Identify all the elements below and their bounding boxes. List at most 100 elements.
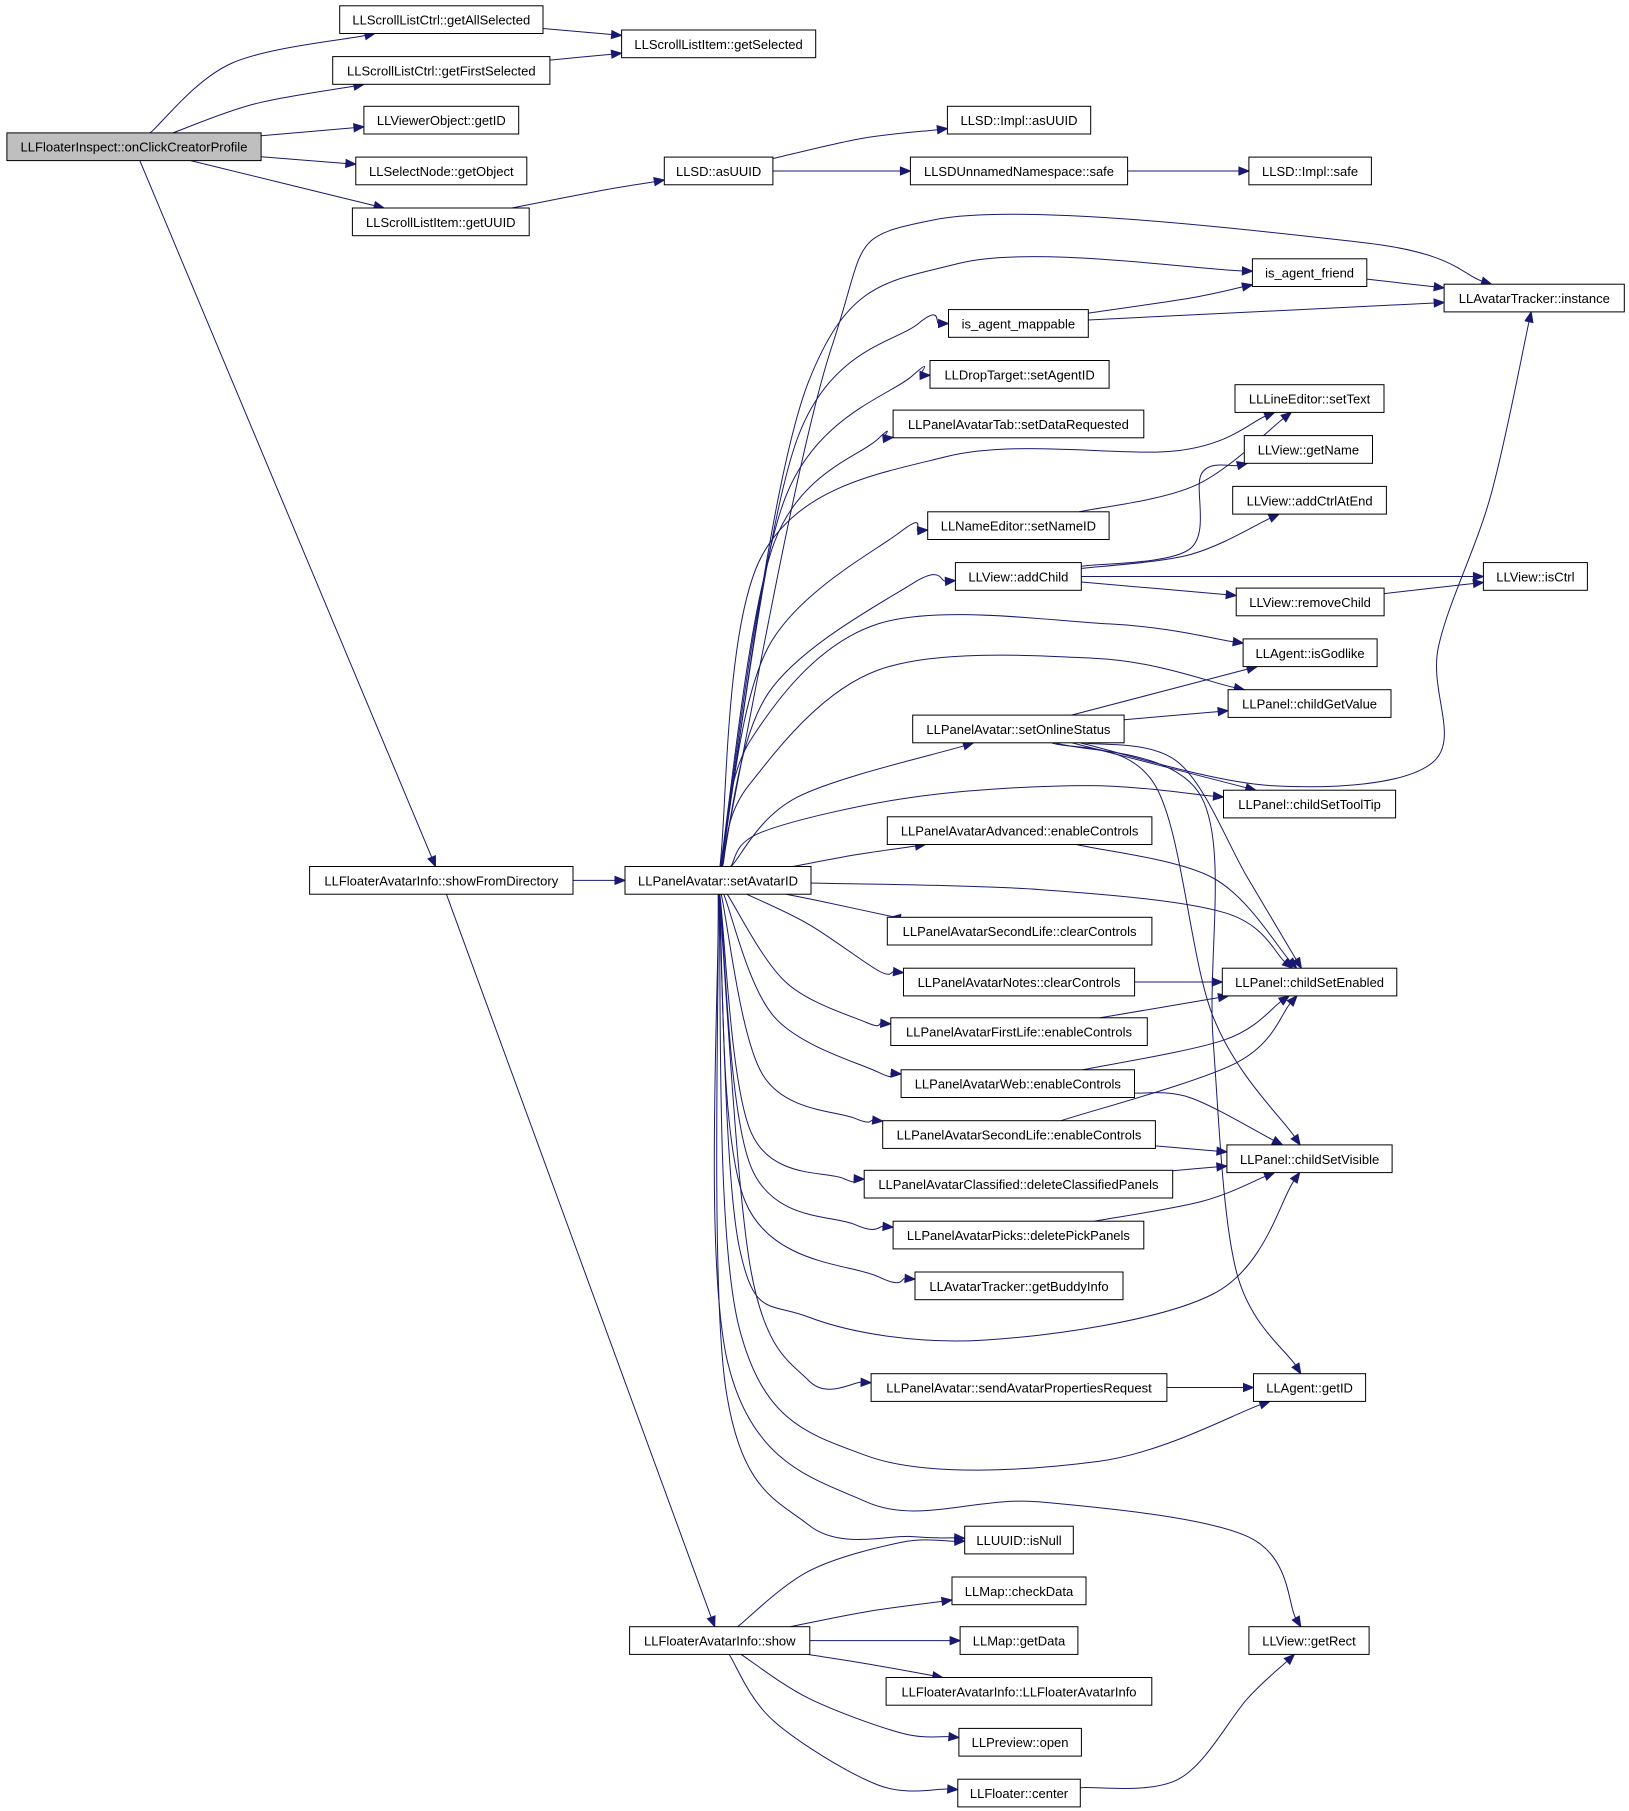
node-box[interactable] — [886, 816, 1153, 845]
node-box[interactable] — [1221, 967, 1398, 997]
node-box[interactable] — [882, 1120, 1156, 1149]
node-n2[interactable]: LLScrollListCtrl::getFirstSelected — [332, 56, 551, 85]
node-box[interactable] — [332, 56, 551, 85]
node-box[interactable] — [948, 309, 1089, 338]
node-n49[interactable]: LLFloater::center — [957, 1778, 1081, 1808]
node-box[interactable] — [363, 105, 520, 135]
node-box[interactable] — [1235, 587, 1385, 617]
node-box[interactable] — [351, 207, 530, 237]
node-n0[interactable]: LLFloaterInspect::onClickCreatorProfile — [6, 132, 262, 162]
node-n39[interactable]: LLAvatarTracker::getBuddyInfo — [914, 1271, 1124, 1301]
node-n26[interactable]: LLPanel::childGetValue — [1227, 689, 1392, 718]
node-n21[interactable]: LLView::addCtrlAtEnd — [1232, 485, 1387, 515]
node-n17[interactable]: LLPanelAvatarTab::setDataRequested — [892, 409, 1145, 439]
node-box[interactable] — [1242, 638, 1378, 668]
node-box[interactable] — [964, 1525, 1074, 1555]
node-box[interactable] — [886, 916, 1153, 946]
node-box[interactable] — [1234, 384, 1385, 413]
node-box[interactable] — [621, 29, 817, 59]
node-n14[interactable]: LLAvatarTracker::instance — [1443, 283, 1625, 313]
node-n37[interactable]: LLPanelAvatarClassified::deleteClassifie… — [863, 1169, 1174, 1199]
node-box[interactable] — [1223, 789, 1397, 819]
node-n18[interactable]: LLLineEditor::setText — [1234, 384, 1385, 413]
node-n22[interactable]: LLView::addChild — [954, 562, 1082, 591]
node-box[interactable] — [1226, 1144, 1393, 1174]
node-n41[interactable]: LLAgent::getID — [1253, 1373, 1367, 1402]
node-n16[interactable]: LLDropTarget::setAgentID — [929, 360, 1110, 389]
node-box[interactable] — [1253, 1373, 1367, 1402]
node-n13[interactable]: is_agent_friend — [1251, 258, 1368, 287]
node-box[interactable] — [927, 511, 1110, 540]
node-n4[interactable]: LLViewerObject::getID — [363, 105, 520, 135]
node-n31[interactable]: LLPanelAvatarNotes::clearControls — [903, 967, 1136, 997]
node-n10[interactable]: LLSD::Impl::safe — [1248, 156, 1372, 186]
node-n19[interactable]: LLView::getName — [1243, 435, 1374, 464]
node-box[interactable] — [914, 1271, 1124, 1301]
node-n44[interactable]: LLFloaterAvatarInfo::show — [629, 1626, 811, 1655]
node-box[interactable] — [958, 1727, 1082, 1757]
node-n47[interactable]: LLFloaterAvatarInfo::LLFloaterAvatarInfo — [885, 1677, 1153, 1706]
node-n27[interactable]: LLPanelAvatar::setOnlineStatus — [912, 714, 1125, 744]
node-n15[interactable]: is_agent_mappable — [948, 309, 1089, 338]
node-n36[interactable]: LLPanel::childSetVisible — [1226, 1144, 1393, 1174]
node-n1[interactable]: LLScrollListCtrl::getAllSelected — [339, 5, 544, 35]
node-n29[interactable]: LLPanelAvatarAdvanced::enableControls — [886, 816, 1153, 845]
node-n45[interactable]: LLMap::getData — [959, 1626, 1079, 1655]
node-n43[interactable]: LLMap::checkData — [951, 1576, 1087, 1606]
node-n7[interactable]: LLSD::asUUID — [663, 156, 774, 186]
node-box[interactable] — [629, 1626, 811, 1655]
node-box[interactable] — [663, 156, 774, 186]
node-n46[interactable]: LLView::getRect — [1248, 1626, 1370, 1655]
node-n38[interactable]: LLPanelAvatarPicks::deletePickPanels — [892, 1220, 1145, 1250]
node-n40[interactable]: LLPanelAvatar::sendAvatarPropertiesReque… — [870, 1373, 1168, 1402]
node-box[interactable] — [1251, 258, 1368, 287]
node-n35[interactable]: LLPanelAvatarSecondLife::enableControls — [882, 1120, 1156, 1149]
node-box[interactable] — [1232, 485, 1387, 515]
node-n20[interactable]: LLNameEditor::setNameID — [927, 511, 1110, 540]
node-n33[interactable]: LLPanelAvatarFirstLife::enableControls — [890, 1017, 1148, 1046]
node-n48[interactable]: LLPreview::open — [958, 1727, 1082, 1757]
node-box[interactable] — [870, 1373, 1168, 1402]
node-box[interactable] — [929, 360, 1110, 389]
node-box[interactable] — [1443, 283, 1625, 313]
node-box[interactable] — [903, 967, 1136, 997]
node-box[interactable] — [912, 714, 1125, 744]
node-n24[interactable]: LLView::removeChild — [1235, 587, 1385, 617]
node-box[interactable] — [885, 1677, 1153, 1706]
node-n11[interactable]: LLFloaterAvatarInfo::showFromDirectory — [309, 866, 574, 895]
node-box[interactable] — [890, 1017, 1148, 1046]
node-box[interactable] — [900, 1069, 1135, 1099]
node-box[interactable] — [946, 105, 1092, 135]
node-box[interactable] — [892, 1220, 1145, 1250]
node-n34[interactable]: LLPanelAvatarWeb::enableControls — [900, 1069, 1135, 1099]
node-box[interactable] — [6, 132, 262, 162]
node-box[interactable] — [1227, 689, 1392, 718]
node-n12[interactable]: LLPanelAvatar::setAvatarID — [624, 866, 812, 895]
node-n8[interactable]: LLSD::Impl::asUUID — [946, 105, 1092, 135]
node-box[interactable] — [1248, 1626, 1370, 1655]
node-box[interactable] — [1482, 562, 1588, 591]
node-box[interactable] — [339, 5, 544, 35]
node-box[interactable] — [954, 562, 1082, 591]
node-box[interactable] — [951, 1576, 1087, 1606]
node-n9[interactable]: LLSDUnnamedNamespace::safe — [909, 156, 1129, 186]
node-box[interactable] — [309, 866, 574, 895]
node-box[interactable] — [863, 1169, 1174, 1199]
node-n25[interactable]: LLAgent::isGodlike — [1242, 638, 1378, 668]
node-box[interactable] — [1248, 156, 1372, 186]
node-box[interactable] — [1243, 435, 1374, 464]
node-box[interactable] — [957, 1778, 1081, 1808]
node-n42[interactable]: LLUUID::isNull — [964, 1525, 1074, 1555]
node-box[interactable] — [624, 866, 812, 895]
node-n5[interactable]: LLSelectNode::getObject — [355, 156, 528, 186]
node-n23[interactable]: LLView::isCtrl — [1482, 562, 1588, 591]
node-n28[interactable]: LLPanel::childSetToolTip — [1223, 789, 1397, 819]
node-n6[interactable]: LLScrollListItem::getUUID — [351, 207, 530, 237]
node-box[interactable] — [909, 156, 1129, 186]
node-n30[interactable]: LLPanelAvatarSecondLife::clearControls — [886, 916, 1153, 946]
node-n3[interactable]: LLScrollListItem::getSelected — [621, 29, 817, 59]
node-box[interactable] — [892, 409, 1145, 439]
node-box[interactable] — [355, 156, 528, 186]
node-n32[interactable]: LLPanel::childSetEnabled — [1221, 967, 1398, 997]
node-box[interactable] — [959, 1626, 1079, 1655]
